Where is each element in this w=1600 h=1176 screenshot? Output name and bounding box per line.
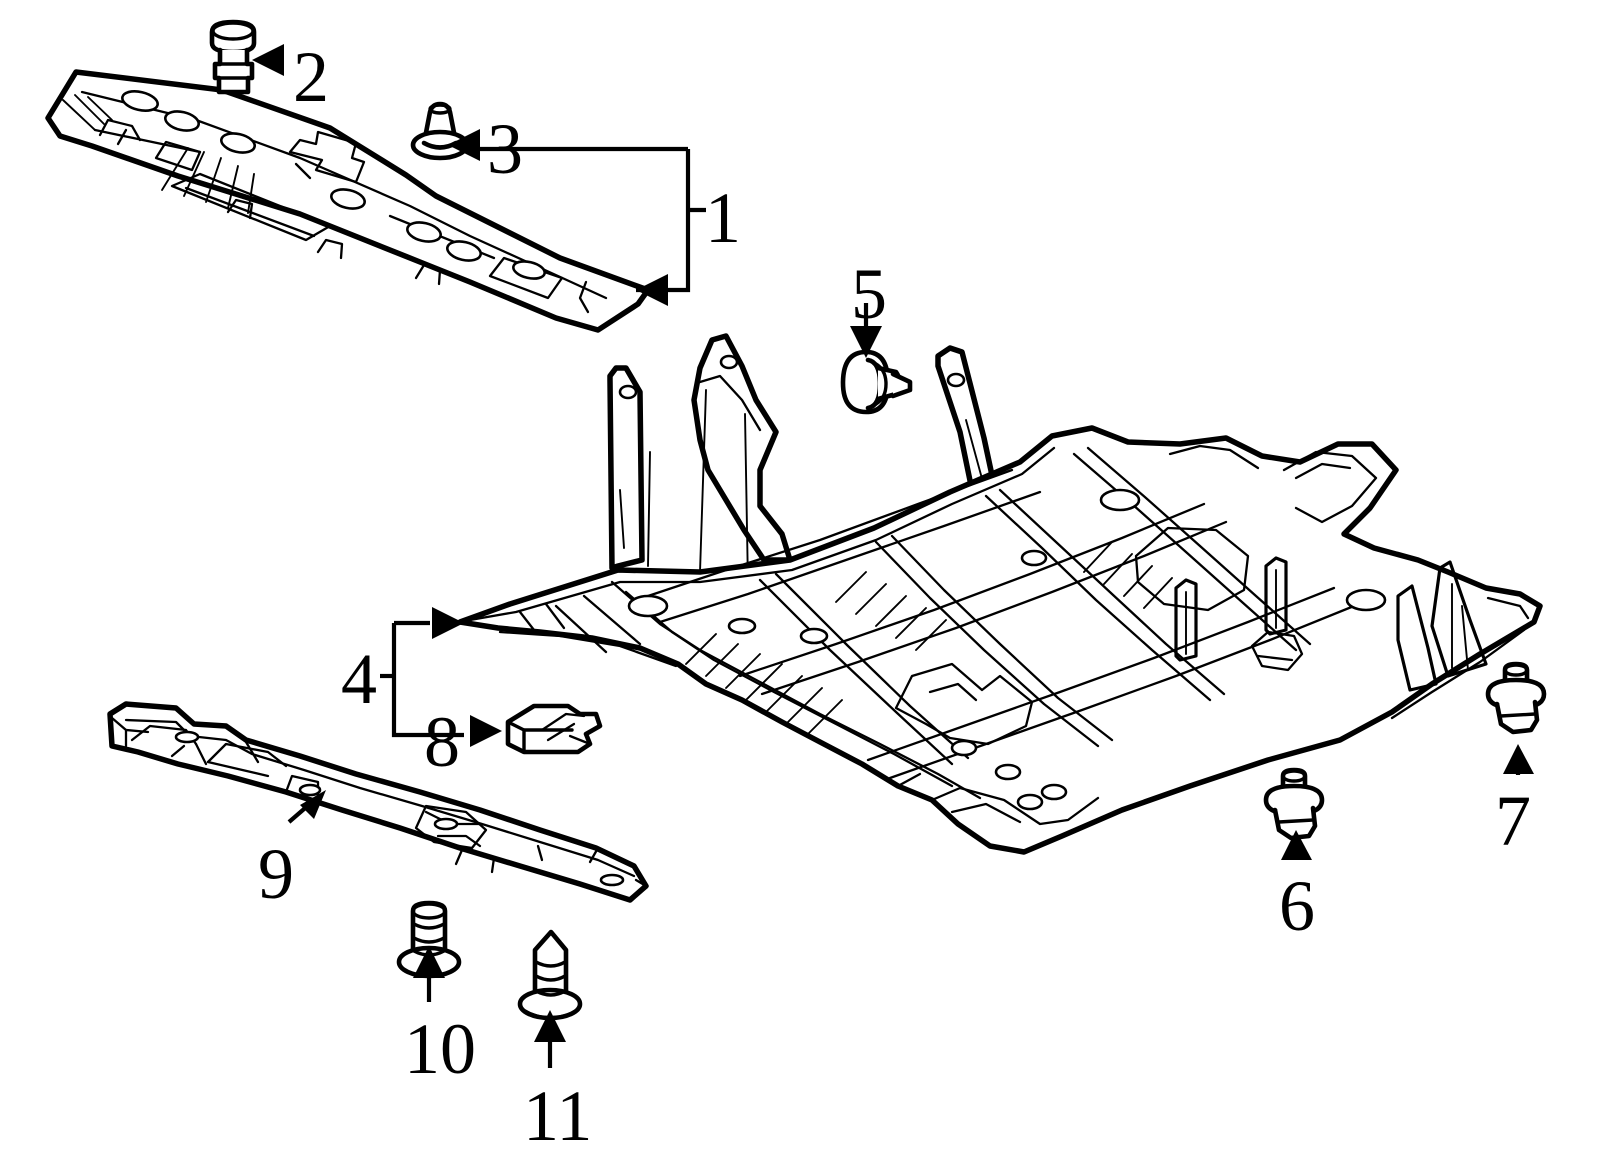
callout-number-1: 1 bbox=[705, 178, 741, 258]
callout-number-7: 7 bbox=[1495, 781, 1531, 861]
callout-leader-11 bbox=[534, 1010, 566, 1068]
callout-number-5: 5 bbox=[851, 254, 887, 334]
part-undercover-panel[interactable] bbox=[457, 333, 1543, 855]
part-fastener-6[interactable] bbox=[1263, 767, 1325, 841]
part-fastener-7[interactable] bbox=[1485, 661, 1547, 735]
part-crossmember-panel[interactable] bbox=[107, 701, 649, 903]
callout-leader-4 bbox=[380, 607, 464, 738]
part-deflector-panel[interactable] bbox=[45, 69, 651, 333]
callout-number-4: 4 bbox=[341, 639, 377, 719]
callout-leader-6 bbox=[1281, 830, 1312, 860]
callout-number-10: 10 bbox=[404, 1009, 476, 1089]
callout-leader-2 bbox=[252, 44, 284, 76]
callout-number-9: 9 bbox=[258, 834, 294, 914]
part-fastener-2[interactable] bbox=[209, 19, 257, 95]
callout-leader-3 bbox=[448, 129, 480, 161]
part-fastener-10[interactable] bbox=[396, 900, 462, 979]
part-fastener-3[interactable] bbox=[410, 101, 470, 161]
callout-leader-5 bbox=[850, 303, 882, 358]
part-fastener-11[interactable] bbox=[517, 929, 583, 1021]
callout-leader-8 bbox=[470, 715, 502, 747]
part-clip-8[interactable] bbox=[505, 703, 603, 755]
callout-number-8: 8 bbox=[424, 702, 460, 782]
callout-number-2: 2 bbox=[293, 37, 329, 117]
part-fastener-5[interactable] bbox=[840, 349, 913, 415]
callout-leader-1 bbox=[460, 146, 706, 306]
callout-number-11: 11 bbox=[523, 1076, 593, 1156]
callout-leader-9 bbox=[287, 790, 326, 824]
callout-number-6: 6 bbox=[1279, 866, 1315, 946]
callout-number-3: 3 bbox=[487, 109, 523, 189]
callout-leader-10 bbox=[413, 946, 445, 1002]
callout-leader-7 bbox=[1503, 744, 1534, 775]
